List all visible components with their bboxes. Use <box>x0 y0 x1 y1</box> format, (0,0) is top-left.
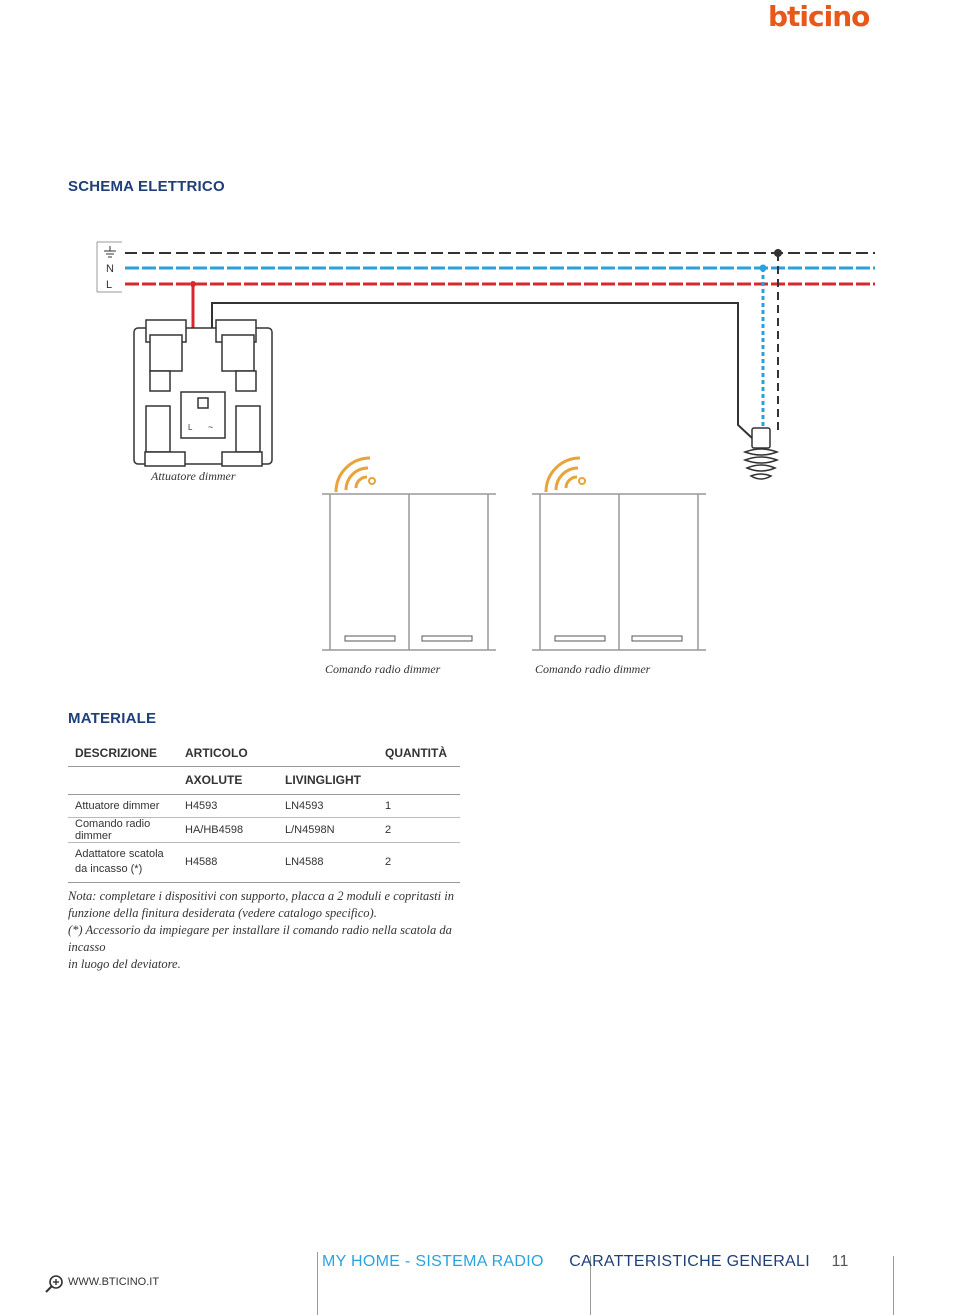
bticino-logo: bticino <box>768 0 890 40</box>
wiring-diagram: N L L ~ <box>96 241 875 651</box>
label-n: N <box>106 263 114 275</box>
cell-axolute: HA/HB4598 <box>185 823 244 836</box>
header-descrizione: DESCRIZIONE <box>75 745 158 760</box>
footer-section-b: CARATTERISTICHE GENERALI <box>569 1253 810 1270</box>
load-wire <box>211 302 753 439</box>
header-articolo: ARTICOLO <box>185 745 248 760</box>
footer-divider <box>590 1256 591 1315</box>
cell-descrizione: Attuatore dimmer <box>75 799 160 812</box>
header-livinglight: LIVINGLIGHT <box>285 773 361 787</box>
table-row: Adattatore scatola da incasso (*) H4588 … <box>68 842 460 882</box>
cell-quantita: 2 <box>385 823 392 836</box>
footer-divider <box>893 1256 894 1315</box>
radio-remote-1 <box>322 493 496 651</box>
note-line: Nota: completare i dispositivi con suppo… <box>68 889 454 903</box>
caption-remote-2: Comando radio dimmer <box>535 662 651 676</box>
cell-descrizione: Comando radio dimmer <box>75 817 151 842</box>
earth-icon <box>104 246 116 258</box>
actuator-device <box>133 319 273 467</box>
materials-table: DESCRIZIONE ARTICOLO QUANTITÀ AXOLUTE LI… <box>68 740 460 883</box>
header-quantita: QUANTITÀ <box>385 745 447 760</box>
caption-remote-1: Comando radio dimmer <box>325 662 441 676</box>
radio-waves-icon <box>544 456 586 493</box>
lamp-icon <box>742 427 780 480</box>
cell-descrizione-line1: Adattatore scatola <box>75 848 164 860</box>
note-text: Nota: completare i dispositivi con suppo… <box>68 888 468 973</box>
cell-quantita: 2 <box>385 856 392 868</box>
cell-axolute: H4593 <box>185 799 218 812</box>
cell-quantita: 1 <box>385 799 392 812</box>
note-line: funzione della finitura desiderata (vede… <box>68 906 377 920</box>
cell-livinglight: LN4588 <box>285 856 324 868</box>
terminal-label-l: L <box>188 423 193 432</box>
caption-actuator: Attuatore dimmer <box>151 469 236 483</box>
note-line: (*) Accessorio da impiegare per installa… <box>68 923 452 954</box>
footer-section-a: MY HOME - SISTEMA RADIO <box>322 1253 544 1270</box>
section-title-schema: SCHEMA ELETTRICO <box>68 178 225 195</box>
logo-text: bticino <box>768 2 870 32</box>
label-l: L <box>106 279 112 291</box>
zoom-icon[interactable] <box>44 1274 64 1299</box>
cell-axolute: H4588 <box>185 856 218 868</box>
note-line: in luogo del deviatore. <box>68 957 181 971</box>
cell-descrizione-line2: da incasso (*) <box>75 863 143 875</box>
radio-remote-2 <box>532 493 706 651</box>
line-label-box: N L <box>96 241 122 293</box>
website-link[interactable]: WWW.BTICINO.IT <box>68 1276 160 1288</box>
table-header-row: DESCRIZIONE ARTICOLO QUANTITÀ <box>68 740 460 766</box>
page-number: 11 <box>831 1253 849 1270</box>
footer-title: MY HOME - SISTEMA RADIO CARATTERISTICHE … <box>322 1253 849 1271</box>
footer-divider <box>317 1252 318 1315</box>
table-row: Attuatore dimmer H4593 LN4593 1 <box>68 794 460 817</box>
cell-descrizione: Adattatore scatola da incasso (*) <box>68 842 178 882</box>
cell-livinglight: L/N4598N <box>285 823 335 836</box>
radio-waves-icon <box>334 456 376 493</box>
header-axolute: AXOLUTE <box>185 773 243 787</box>
table-row: Comando radio dimmer HA/HB4598 L/N4598N … <box>68 817 460 842</box>
section-title-materiale: MATERIALE <box>68 710 157 727</box>
cell-livinglight: LN4593 <box>285 799 324 812</box>
bticino-logo-mark: bticino <box>768 0 871 33</box>
terminal-label-dim: ~ <box>208 422 213 432</box>
table-subheader-row: AXOLUTE LIVINGLIGHT <box>68 766 460 794</box>
